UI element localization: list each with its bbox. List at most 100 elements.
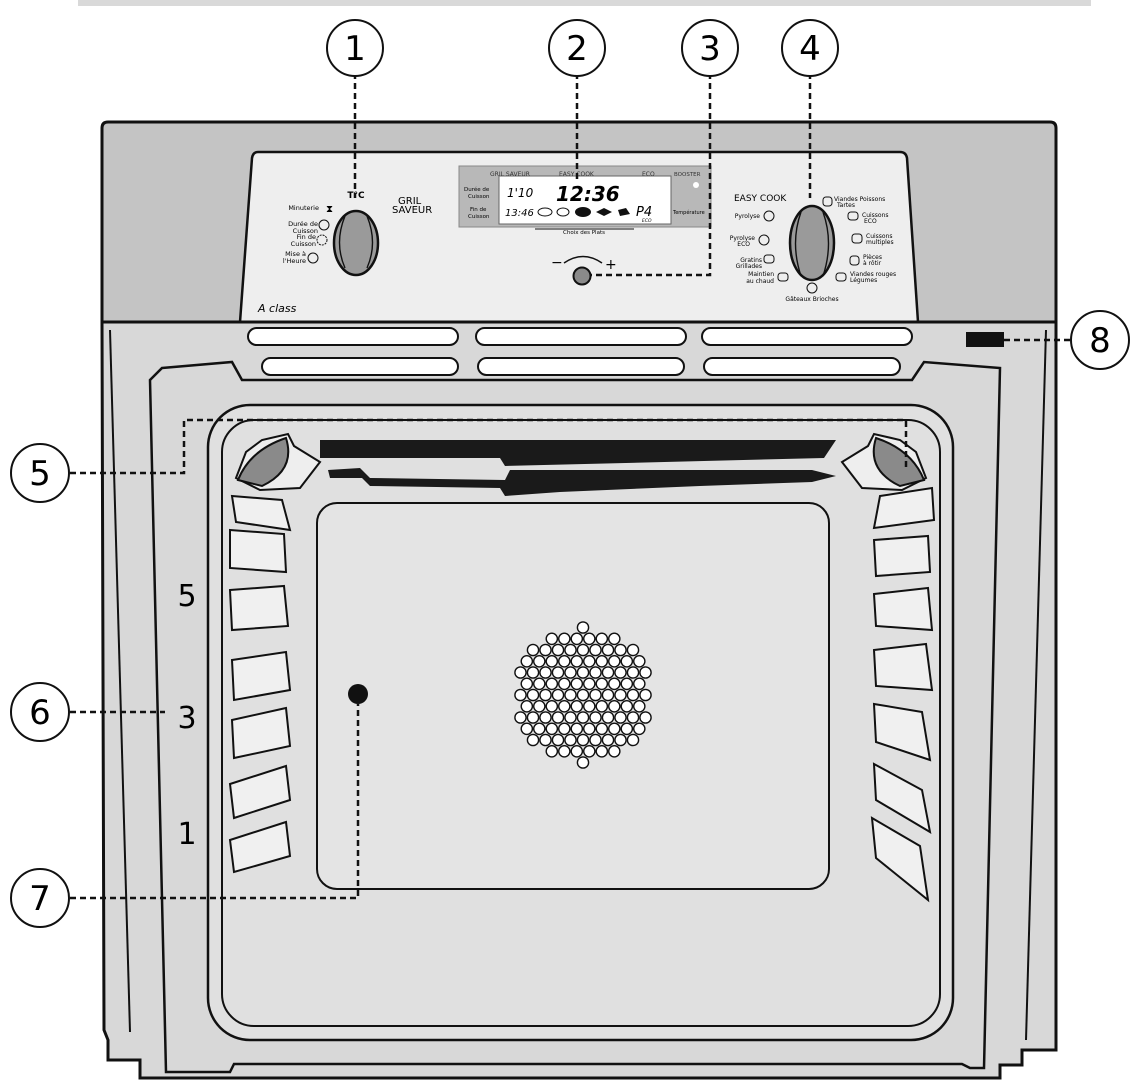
svg-text:1: 1 — [344, 29, 366, 69]
leader-lines — [70, 73, 1070, 900]
function-knob[interactable] — [332, 209, 380, 277]
pyrolyse-eco-label-1: Pyrolyse — [730, 235, 756, 242]
fan-hole — [576, 643, 590, 657]
fan-hole — [558, 745, 571, 758]
plus-sign: + — [605, 257, 617, 273]
fan-hole — [526, 688, 540, 702]
choix-label: Choix des Plats — [563, 230, 605, 236]
fan-hole — [639, 688, 652, 702]
dish-icons — [537, 207, 630, 217]
mise-label-2: l'Heure — [283, 257, 306, 265]
pyrolyse-eco-label-2: ECO — [737, 241, 750, 248]
fan-hole — [595, 632, 609, 646]
fan-hole — [558, 632, 571, 646]
top-strip — [78, 0, 1091, 6]
fan-hole — [620, 677, 634, 691]
cuissons-eco-2: ECO — [864, 218, 877, 225]
maintien-label-1: Maintien — [748, 271, 774, 278]
fan-hole — [545, 745, 559, 758]
fan-hole — [633, 700, 646, 713]
fan-hole — [614, 711, 627, 724]
rating-plate — [966, 332, 1004, 347]
side-top-1: Durée de — [464, 186, 490, 193]
callout-6: 6 — [10, 682, 70, 742]
fan-hole — [595, 722, 609, 736]
fan-hole — [570, 722, 584, 736]
svg-text:6: 6 — [29, 693, 51, 733]
callout-1: 1 — [326, 19, 384, 77]
fan-hole — [526, 711, 540, 724]
fin-label-2: Cuisson — [291, 240, 316, 248]
fan-hole — [620, 655, 634, 668]
fan-hole — [564, 733, 577, 747]
gratins-label-1: Gratins — [740, 257, 762, 264]
fan-hole — [639, 666, 652, 679]
set-clock-icon — [307, 252, 319, 264]
fan-hole — [626, 643, 640, 657]
fan-hole — [626, 733, 640, 747]
fan-hole — [558, 677, 571, 691]
right-rack-guides — [870, 486, 936, 903]
svg-text:8: 8 — [1089, 321, 1111, 361]
fan-hole — [595, 745, 609, 758]
fan-hole — [614, 643, 627, 657]
duree-label-2: Cuisson — [293, 227, 318, 235]
gril-label-2: SAVEUR — [392, 205, 432, 216]
eco-value: ECO — [642, 218, 652, 224]
svg-text:2: 2 — [566, 29, 588, 69]
fan-hole — [601, 711, 615, 724]
duration-value: 1'10 — [507, 186, 534, 200]
fan-hole — [608, 632, 621, 646]
fan-hole — [576, 621, 590, 634]
temperature-label: Température — [672, 209, 705, 216]
easycook-knob[interactable] — [788, 204, 836, 282]
fan-hole — [626, 666, 640, 679]
right-control-panel: EASY COOK Pyrolyse Pyrolyse ECO Gratins … — [730, 194, 896, 303]
fan-hole — [601, 666, 615, 679]
fan-hole — [576, 711, 590, 724]
fan-hole — [545, 632, 559, 646]
hourglass-icon: ⧗ — [326, 204, 333, 215]
fan-hole — [608, 700, 621, 713]
fan-hole — [620, 722, 634, 736]
clock-icon — [318, 219, 330, 231]
mode-icons — [758, 196, 863, 294]
svg-text:7: 7 — [29, 879, 51, 919]
selector-button[interactable] — [572, 266, 592, 286]
fan-hole — [558, 655, 571, 668]
fan-hole — [583, 632, 596, 646]
viandes-label-2: Tartes — [836, 202, 855, 209]
fan-hole — [539, 688, 552, 702]
fan-hole — [639, 711, 652, 724]
fan-hole — [626, 688, 640, 702]
fan-hole — [633, 722, 646, 736]
cuissons-multi-2: multiples — [866, 239, 894, 246]
clock-value: 12:36 — [556, 182, 620, 206]
gratins-label-2: Grillades — [736, 263, 762, 270]
callout-8: 8 — [1070, 310, 1130, 370]
fan-hole — [514, 711, 527, 724]
fan-grille — [514, 621, 652, 769]
fan-hole — [520, 677, 534, 691]
callout-3: 3 — [681, 19, 739, 77]
fan-hole — [626, 711, 640, 724]
fan-hole — [633, 677, 646, 691]
fan-hole — [589, 643, 602, 657]
oven-sensor-dot — [348, 684, 368, 704]
pieces-label-2: à rôtir — [863, 260, 882, 267]
fan-hole — [601, 688, 615, 702]
cuissons-multi-1: Cuissons — [866, 233, 893, 240]
oven-body — [100, 120, 1058, 1080]
fan-hole — [608, 655, 621, 668]
fan-hole — [564, 666, 577, 679]
fan-hole — [570, 745, 584, 758]
fan-hole — [595, 700, 609, 713]
side-bot-2: Cuisson — [468, 214, 490, 220]
side-bot-1: Fin de — [470, 207, 487, 213]
pyrolyse-label: Pyrolyse — [735, 213, 761, 220]
fan-hole — [520, 655, 534, 668]
fan-hole — [551, 733, 565, 747]
fan-hole — [614, 666, 627, 679]
program-value: P4 — [636, 205, 652, 220]
